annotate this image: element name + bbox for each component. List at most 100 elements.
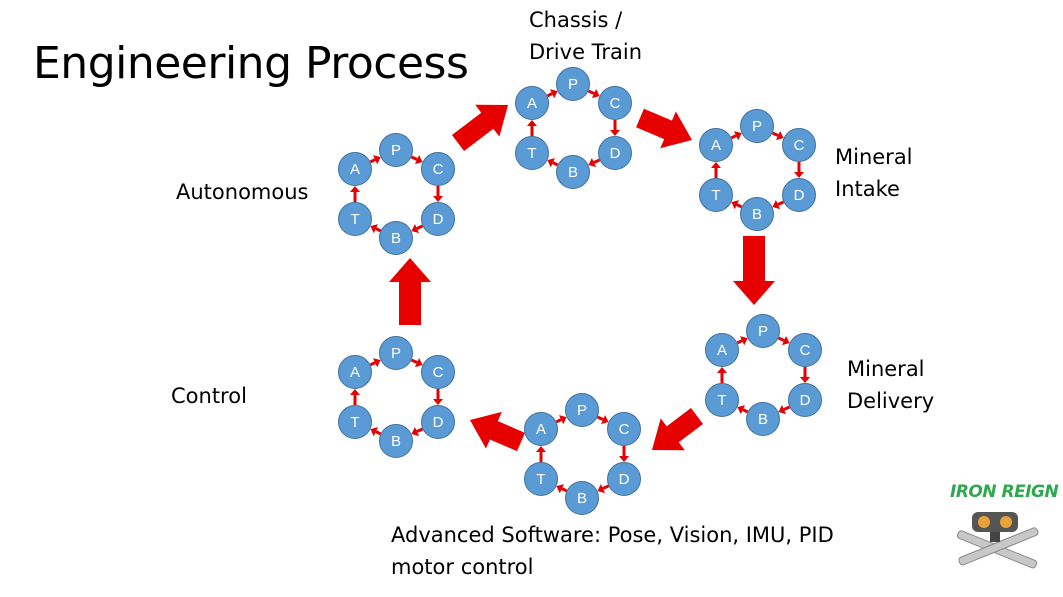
label-mineral-delivery-line2: Delivery bbox=[847, 389, 935, 413]
cycle-arrow-shaft bbox=[587, 89, 595, 95]
node-c: C bbox=[607, 412, 641, 446]
node-b: B bbox=[379, 424, 413, 458]
node-c: C bbox=[421, 152, 455, 186]
cycle-arrow-shaft bbox=[777, 200, 785, 206]
cycle-arrow-head bbox=[370, 224, 378, 234]
node-a: A bbox=[515, 86, 549, 120]
node-d: D bbox=[782, 178, 816, 212]
node-a: A bbox=[699, 128, 733, 162]
robot-crossbones-icon bbox=[956, 512, 1039, 569]
node-p: P bbox=[556, 67, 590, 101]
node-p: P bbox=[740, 109, 774, 143]
logo-text: IRON REIGN bbox=[950, 482, 1059, 502]
label-mineral-delivery-line1: Mineral bbox=[847, 357, 925, 381]
cycle-arrow-shaft bbox=[777, 336, 785, 342]
cycle-arrow-head bbox=[370, 427, 378, 437]
label-advanced-line2: motor control bbox=[391, 555, 534, 579]
label-chassis-drive-train: Chassis / Drive Train bbox=[529, 4, 642, 68]
node-c: C bbox=[421, 355, 455, 389]
cycle-arrow-shaft bbox=[771, 131, 779, 137]
flow-arrow bbox=[451, 104, 508, 151]
node-a: A bbox=[338, 152, 372, 186]
node-c: C bbox=[782, 128, 816, 162]
cycle-arrow-shaft bbox=[555, 418, 562, 424]
node-b: B bbox=[740, 197, 774, 231]
cycle-arrow-shaft bbox=[369, 361, 376, 367]
node-b: B bbox=[565, 481, 599, 515]
node-b: B bbox=[746, 402, 780, 436]
flow-arrow bbox=[389, 258, 431, 325]
cycle-arrow-head bbox=[597, 483, 606, 494]
cycle-arrow-head bbox=[731, 200, 739, 210]
cycle-arrow-shaft bbox=[596, 415, 604, 421]
node-c: C bbox=[598, 86, 632, 120]
node-a: A bbox=[524, 412, 558, 446]
cycle-arrow-head bbox=[772, 199, 781, 210]
label-mineral-intake-line2: Intake bbox=[835, 177, 900, 201]
node-t: T bbox=[705, 383, 739, 417]
node-d: D bbox=[607, 462, 641, 496]
node-a: A bbox=[338, 355, 372, 389]
cycle-arrow-shaft bbox=[736, 339, 743, 345]
node-d: D bbox=[598, 136, 632, 170]
label-chassis-line1: Chassis / bbox=[529, 8, 623, 32]
label-mineral-intake: Mineral Intake bbox=[835, 141, 913, 205]
cycle-arrow-shaft bbox=[416, 224, 424, 230]
cycle-arrow-shaft bbox=[783, 405, 791, 411]
label-autonomous-line1: Autonomous bbox=[176, 180, 309, 204]
node-t: T bbox=[699, 178, 733, 212]
cycle-arrow-shaft bbox=[593, 158, 601, 164]
page-title: Engineering Process bbox=[33, 38, 469, 89]
label-mineral-intake-line1: Mineral bbox=[835, 145, 913, 169]
label-control-line1: Control bbox=[171, 384, 247, 408]
cycle-arrow-head bbox=[350, 389, 360, 395]
node-p: P bbox=[565, 393, 599, 427]
cycle-arrow-head bbox=[411, 426, 420, 437]
node-p: P bbox=[379, 336, 413, 370]
node-c: C bbox=[788, 333, 822, 367]
flow-arrow bbox=[652, 408, 704, 451]
cycle-arrow-head bbox=[717, 367, 727, 373]
cycle-arrow-head bbox=[711, 162, 721, 168]
node-d: D bbox=[788, 383, 822, 417]
cycle-arrow-head bbox=[556, 484, 564, 494]
label-mineral-delivery: Mineral Delivery bbox=[847, 353, 934, 417]
cycle-arrow-shaft bbox=[546, 92, 553, 98]
cycle-arrow-shaft bbox=[730, 134, 737, 140]
flow-arrow bbox=[470, 411, 525, 452]
cycle-arrow-head bbox=[547, 158, 555, 168]
cycle-arrow-shaft bbox=[369, 158, 376, 164]
flow-arrow bbox=[636, 108, 692, 149]
cycle-arrow-head bbox=[588, 157, 597, 168]
node-d: D bbox=[421, 202, 455, 236]
node-p: P bbox=[379, 133, 413, 167]
label-advanced-software: Advanced Software: Pose, Vision, IMU, PI… bbox=[391, 519, 834, 583]
cycle-arrow-shaft bbox=[410, 358, 418, 364]
node-p: P bbox=[746, 314, 780, 348]
node-t: T bbox=[338, 405, 372, 439]
cycle-arrow-shaft bbox=[416, 427, 424, 433]
cycle-arrow-head bbox=[778, 404, 787, 415]
node-b: B bbox=[556, 155, 590, 189]
node-t: T bbox=[524, 462, 558, 496]
cycle-arrow-shaft bbox=[410, 155, 418, 161]
node-t: T bbox=[515, 136, 549, 170]
cycle-arrow-head bbox=[536, 446, 546, 452]
cycle-arrow-head bbox=[737, 405, 745, 415]
node-b: B bbox=[379, 221, 413, 255]
node-t: T bbox=[338, 202, 372, 236]
label-autonomous: Autonomous bbox=[176, 176, 308, 208]
label-chassis-line2: Drive Train bbox=[529, 40, 643, 64]
iron-reign-logo: IRON REIGN bbox=[946, 478, 1059, 578]
label-advanced-line1: Advanced Software: Pose, Vision, IMU, PI… bbox=[391, 523, 834, 547]
cycle-arrow-shaft bbox=[602, 484, 610, 490]
node-a: A bbox=[705, 333, 739, 367]
cycle-arrow-head bbox=[411, 223, 420, 234]
